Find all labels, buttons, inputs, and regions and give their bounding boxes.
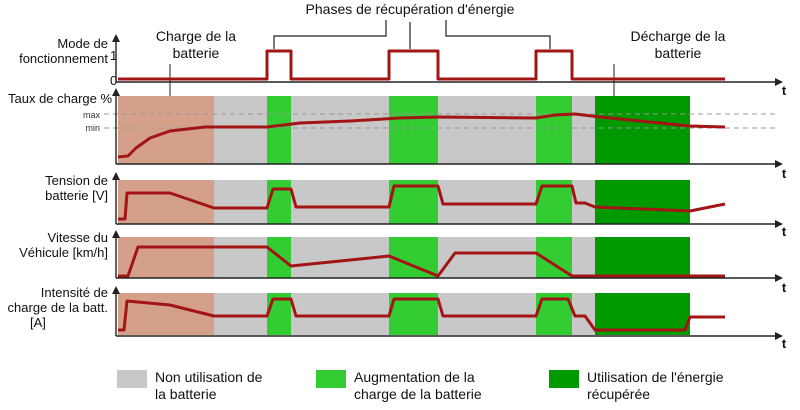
mode-tick-1: 1	[110, 48, 117, 63]
phase-bands	[118, 96, 690, 335]
y-axis-arrow-mode	[112, 34, 120, 42]
decharge-annotation-line2: batterie	[655, 45, 702, 61]
legend: Non utilisation de la batterie Augmentat…	[117, 369, 724, 402]
phase-band-neutral	[214, 96, 267, 164]
charge-annotation-line2: batterie	[173, 45, 220, 61]
time-label-tension: t	[782, 224, 787, 239]
phase-band-neutral	[438, 96, 536, 164]
phase-band-neutral	[438, 237, 536, 278]
phase-band-neutral	[438, 180, 536, 224]
mode-curve	[118, 49, 725, 81]
phase-band-recup	[267, 180, 291, 224]
y-axis-arrow-soc	[112, 88, 120, 96]
charge-annotation-line1: Charge de la	[156, 28, 236, 44]
phase-band-use	[595, 180, 690, 224]
legend-swatch-util	[549, 370, 579, 388]
y-axis-arrow-tension	[112, 172, 120, 180]
phase-band-neutral	[291, 293, 389, 335]
soc-tick-max: max	[83, 110, 101, 120]
x-axis-arrow-tension	[775, 220, 783, 228]
vitesse-curve	[118, 245, 725, 278]
row-label-tension-2: batterie [V]	[45, 188, 108, 203]
phase-band-use	[595, 293, 690, 335]
intensite-curve	[118, 297, 725, 332]
row-label-soc: Taux de charge %	[8, 91, 113, 106]
phase-band-recup	[389, 96, 438, 164]
axes: t t t t t	[112, 34, 787, 351]
x-axis-arrow-mode	[775, 78, 783, 86]
y-axis-arrow-vitesse	[112, 230, 120, 238]
tension-curve	[118, 184, 726, 221]
phase-band-neutral	[214, 180, 267, 224]
soc-tick-min: min	[85, 123, 100, 133]
title-bracket-left	[273, 20, 387, 49]
legend-swatch-non	[117, 370, 147, 388]
row-label-intensite-3: [A]	[30, 315, 46, 330]
phase-band-recup	[267, 96, 291, 164]
row-label-mode-1: Mode de	[57, 36, 108, 51]
signal-curves	[117, 49, 726, 332]
phase-band-use	[595, 237, 690, 278]
legend-aug-line2: charge de la batterie	[354, 386, 482, 402]
phase-band-recup	[536, 96, 572, 164]
title-bracket-right	[445, 20, 551, 49]
row-label-intensite-1: Intensité de	[41, 285, 108, 300]
x-axis-arrow-intensite	[775, 332, 783, 340]
phase-band-neutral	[214, 293, 267, 335]
row-label-tension-1: Tension de	[45, 173, 108, 188]
row-label-vitesse-2: Véhicule [km/h]	[19, 245, 108, 260]
phase-band-use	[595, 96, 690, 164]
time-label-vitesse: t	[782, 280, 787, 295]
mode-tick-0: 0	[110, 73, 117, 88]
diagram-title: Phases de récupération d'énergie	[306, 1, 515, 17]
phase-band-neutral	[291, 96, 389, 164]
time-label-mode: t	[782, 83, 787, 98]
time-label-intensite: t	[782, 336, 787, 351]
soc-curve	[117, 112, 726, 159]
phase-band-neutral	[572, 237, 595, 278]
x-axis-arrow-vitesse	[775, 274, 783, 282]
row-label-vitesse-1: Vitesse du	[48, 230, 108, 245]
y-axis-arrow-intensite	[112, 286, 120, 294]
phase-band-neutral	[572, 96, 595, 164]
legend-non-line1: Non utilisation de	[155, 369, 263, 385]
phase-band-neutral	[438, 293, 536, 335]
phase-band-charge	[118, 237, 214, 278]
x-axis-arrow-soc	[775, 160, 783, 168]
phase-band-charge	[118, 96, 214, 164]
time-label-soc: t	[782, 166, 787, 181]
legend-util-line1: Utilisation de l'énergie	[587, 369, 724, 385]
phase-band-neutral	[214, 237, 267, 278]
legend-swatch-aug	[316, 370, 346, 388]
phase-band-neutral	[291, 180, 389, 224]
legend-util-line2: récupérée	[587, 386, 650, 402]
row-label-mode-2: fonctionnement	[19, 51, 108, 66]
legend-aug-line1: Augmentation de la	[354, 369, 475, 385]
phase-band-charge	[118, 293, 214, 335]
legend-non-line2: la batterie	[155, 386, 217, 402]
decharge-annotation-line1: Décharge de la	[631, 28, 726, 44]
row-label-intensite-2: charge de la batt.	[8, 300, 108, 315]
